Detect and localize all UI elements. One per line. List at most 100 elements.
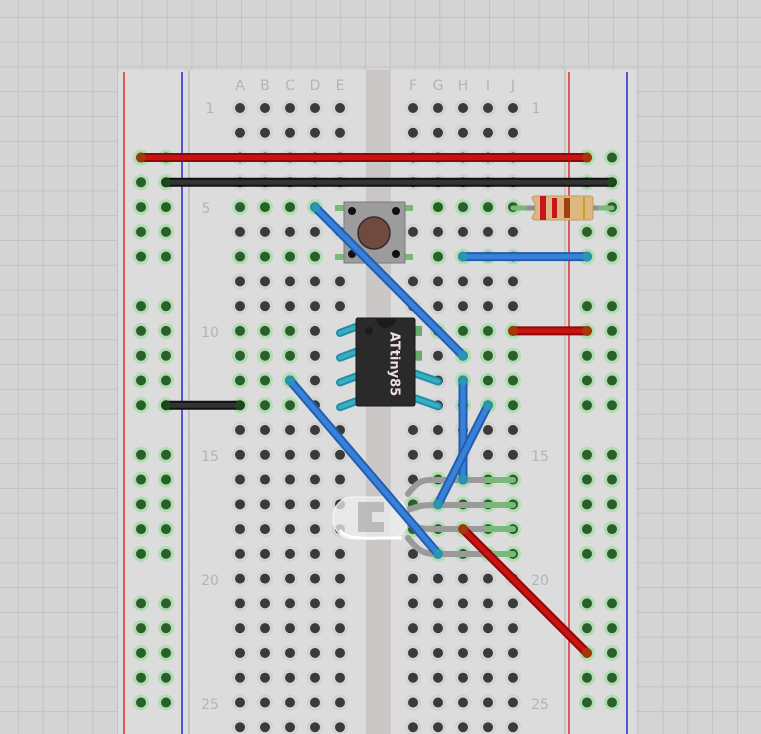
hole-c15[interactable] <box>282 446 298 463</box>
hole-b18[interactable] <box>257 521 273 538</box>
hole-d21[interactable] <box>307 595 323 612</box>
rail-hole-l1-10[interactable] <box>133 322 149 339</box>
hole-h10[interactable] <box>455 322 471 339</box>
hole-b5[interactable] <box>257 199 273 216</box>
hole-j8[interactable] <box>505 273 521 290</box>
hole-c17[interactable] <box>282 496 298 513</box>
hole-d23[interactable] <box>307 644 323 661</box>
hole-c9[interactable] <box>282 298 298 315</box>
wire-endpoint[interactable] <box>310 202 320 213</box>
hole-d10[interactable] <box>307 322 323 339</box>
rail-hole-r1-22[interactable] <box>579 620 595 637</box>
hole-g23[interactable] <box>430 644 446 661</box>
hole-c1[interactable] <box>282 100 298 116</box>
rail-hole-r2-21[interactable] <box>604 595 620 612</box>
rail-hole-r2-3[interactable] <box>604 149 620 166</box>
hole-e16[interactable] <box>332 471 348 488</box>
hole-h1[interactable] <box>455 100 471 116</box>
rail-hole-r2-25[interactable] <box>604 694 620 711</box>
hole-a17[interactable] <box>232 496 248 513</box>
hole-d22[interactable] <box>307 620 323 637</box>
hole-c26[interactable] <box>282 719 298 734</box>
hole-d12[interactable] <box>307 372 323 389</box>
hole-g25[interactable] <box>430 694 446 711</box>
hole-a8[interactable] <box>232 273 248 290</box>
hole-g15[interactable] <box>430 446 446 463</box>
hole-j25[interactable] <box>505 694 521 711</box>
hole-b6[interactable] <box>257 223 273 240</box>
rail-hole-l1-15[interactable] <box>133 446 149 463</box>
hole-i6[interactable] <box>480 223 496 240</box>
hole-j15[interactable] <box>505 446 521 463</box>
hole-d7[interactable] <box>307 248 323 265</box>
hole-d2[interactable] <box>307 124 323 141</box>
hole-b17[interactable] <box>257 496 273 513</box>
rail-hole-l2-18[interactable] <box>158 521 174 538</box>
hole-f14[interactable] <box>405 422 421 439</box>
hole-a11[interactable] <box>232 347 248 364</box>
hole-e15[interactable] <box>332 446 348 463</box>
wire-endpoint[interactable] <box>458 474 468 485</box>
resistor[interactable] <box>510 195 615 221</box>
hole-i20[interactable] <box>480 570 496 587</box>
hole-c7[interactable] <box>282 248 298 265</box>
wire-endpoint[interactable] <box>582 647 592 658</box>
hole-i11[interactable] <box>480 347 496 364</box>
rail-hole-r2-10[interactable] <box>604 322 620 339</box>
rail-hole-l2-11[interactable] <box>158 347 174 364</box>
hole-a22[interactable] <box>232 620 248 637</box>
hole-b19[interactable] <box>257 545 273 562</box>
hole-j11[interactable] <box>505 347 521 364</box>
hole-d16[interactable] <box>307 471 323 488</box>
rail-hole-r2-22[interactable] <box>604 620 620 637</box>
hole-e23[interactable] <box>332 644 348 661</box>
hole-f15[interactable] <box>405 446 421 463</box>
rail-hole-l1-13[interactable] <box>133 397 149 414</box>
hole-f25[interactable] <box>405 694 421 711</box>
rail-hole-l2-17[interactable] <box>158 496 174 513</box>
rail-hole-l1-25[interactable] <box>133 694 149 711</box>
hole-a5[interactable] <box>232 199 248 216</box>
hole-h2[interactable] <box>455 124 471 141</box>
wire-c12-to-g19[interactable] <box>285 375 443 559</box>
rail-hole-l2-15[interactable] <box>158 446 174 463</box>
hole-d9[interactable] <box>307 298 323 315</box>
hole-c20[interactable] <box>282 570 298 587</box>
rail-hole-l1-17[interactable] <box>133 496 149 513</box>
rail-hole-r1-13[interactable] <box>579 397 595 414</box>
hole-g7[interactable] <box>430 248 446 265</box>
hole-c10[interactable] <box>282 322 298 339</box>
hole-d8[interactable] <box>307 273 323 290</box>
rail-hole-l2-22[interactable] <box>158 620 174 637</box>
hole-a18[interactable] <box>232 521 248 538</box>
wire-endpoint[interactable] <box>161 400 171 411</box>
hole-c21[interactable] <box>282 595 298 612</box>
wire-gnd-left-e13[interactable] <box>161 400 245 411</box>
hole-a26[interactable] <box>232 719 248 734</box>
wire-gnd-rail-top[interactable] <box>161 177 617 188</box>
hole-i5[interactable] <box>480 199 496 216</box>
hole-i24[interactable] <box>480 669 496 686</box>
hole-h25[interactable] <box>455 694 471 711</box>
rail-hole-r2-12[interactable] <box>604 372 620 389</box>
hole-c8[interactable] <box>282 273 298 290</box>
hole-c23[interactable] <box>282 644 298 661</box>
hole-i25[interactable] <box>480 694 496 711</box>
hole-b12[interactable] <box>257 372 273 389</box>
rail-hole-l2-24[interactable] <box>158 669 174 686</box>
hole-f21[interactable] <box>405 595 421 612</box>
rail-hole-r2-11[interactable] <box>604 347 620 364</box>
hole-j9[interactable] <box>505 298 521 315</box>
hole-f6[interactable] <box>405 223 421 240</box>
hole-c18[interactable] <box>282 521 298 538</box>
hole-f23[interactable] <box>405 644 421 661</box>
rail-hole-l1-4[interactable] <box>133 174 149 191</box>
hole-d20[interactable] <box>307 570 323 587</box>
rail-hole-r2-16[interactable] <box>604 471 620 488</box>
hole-d18[interactable] <box>307 521 323 538</box>
hole-g1[interactable] <box>430 100 446 116</box>
rail-hole-r1-12[interactable] <box>579 372 595 389</box>
hole-c2[interactable] <box>282 124 298 141</box>
hole-a20[interactable] <box>232 570 248 587</box>
hole-i23[interactable] <box>480 644 496 661</box>
